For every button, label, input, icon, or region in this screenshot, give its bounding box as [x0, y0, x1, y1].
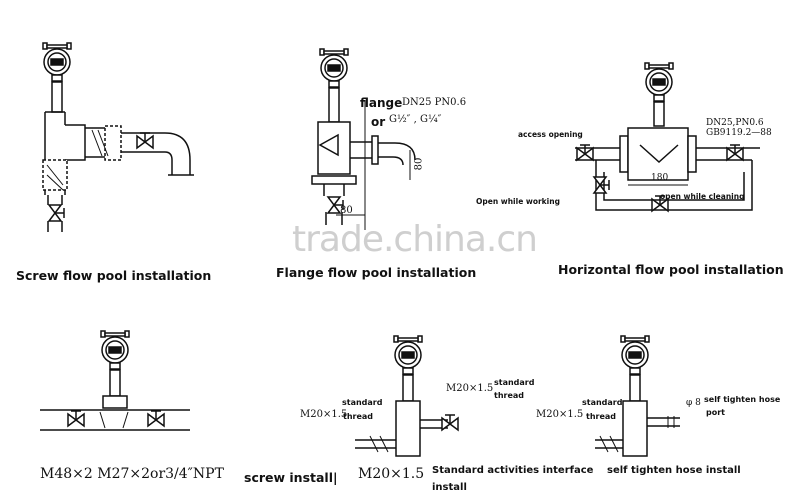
label-gb-standard: GB9119.2—88	[706, 128, 772, 138]
caption-horizontal-flow-pool: Horizontal flow pool installation	[558, 262, 784, 277]
label-dim-80-vertical: 80	[413, 157, 425, 171]
caption-screw-install-thread: M48×2 M27×2or3/4″NPT	[40, 466, 224, 482]
caption-standard-thread: M20×1.5	[358, 466, 425, 482]
label-st-thread: thread	[586, 412, 617, 421]
label-st-m20: M20×1.5	[536, 409, 584, 420]
label-dn25-pn06: DN25,PN0.6	[706, 118, 764, 128]
label-flange-spec: DN25 PN0.6	[402, 97, 467, 108]
label-open-while-cleaning: open while cleaning	[660, 192, 745, 201]
label-phi8: φ 8	[686, 398, 701, 408]
label-st-hose-l1: self tighten hose	[704, 395, 781, 404]
standard-activities-diagram	[355, 335, 459, 457]
label-standard-l1: standard	[342, 398, 383, 407]
label-open-while-working: Open while working	[476, 197, 560, 206]
label-st-hose-l2: port	[706, 408, 725, 417]
screw-install-diagram	[40, 330, 190, 431]
label-access-opening: access opening	[518, 130, 583, 139]
caption-flange-flow-pool: Flange flow pool installation	[276, 265, 477, 280]
label-thread-r2: thread	[494, 391, 525, 400]
label-dim-180: 180	[651, 173, 669, 183]
label-m20-left: M20×1.5	[300, 409, 348, 420]
label-flange-or: or	[371, 115, 386, 129]
caption-standard-line2: install	[432, 482, 467, 493]
horizontal-flow-pool-diagram	[575, 62, 760, 212]
screw-flow-pool-diagram	[42, 42, 194, 232]
flange-flow-pool-diagram	[311, 48, 416, 230]
self-tighten-hose-diagram	[595, 335, 680, 457]
label-standard-r1: standard	[494, 378, 535, 387]
caption-screw-install: screw install|	[244, 470, 338, 485]
caption-standard-line1: Standard activities interface	[432, 465, 594, 476]
caption-self-tighten: self tighten hose install	[607, 465, 741, 476]
label-dim-80-horizontal: 80	[340, 205, 353, 216]
label-m20-top: M20×1.5	[446, 383, 494, 394]
watermark: trade.china.cn	[292, 219, 538, 260]
caption-screw-flow-pool: Screw flow pool installation	[16, 268, 212, 283]
label-flange-word: flange	[360, 96, 403, 110]
label-st-standard: standard	[582, 398, 623, 407]
label-thread-left: thread	[343, 412, 374, 421]
label-flange-g: G½″ , G¼″	[389, 114, 442, 125]
